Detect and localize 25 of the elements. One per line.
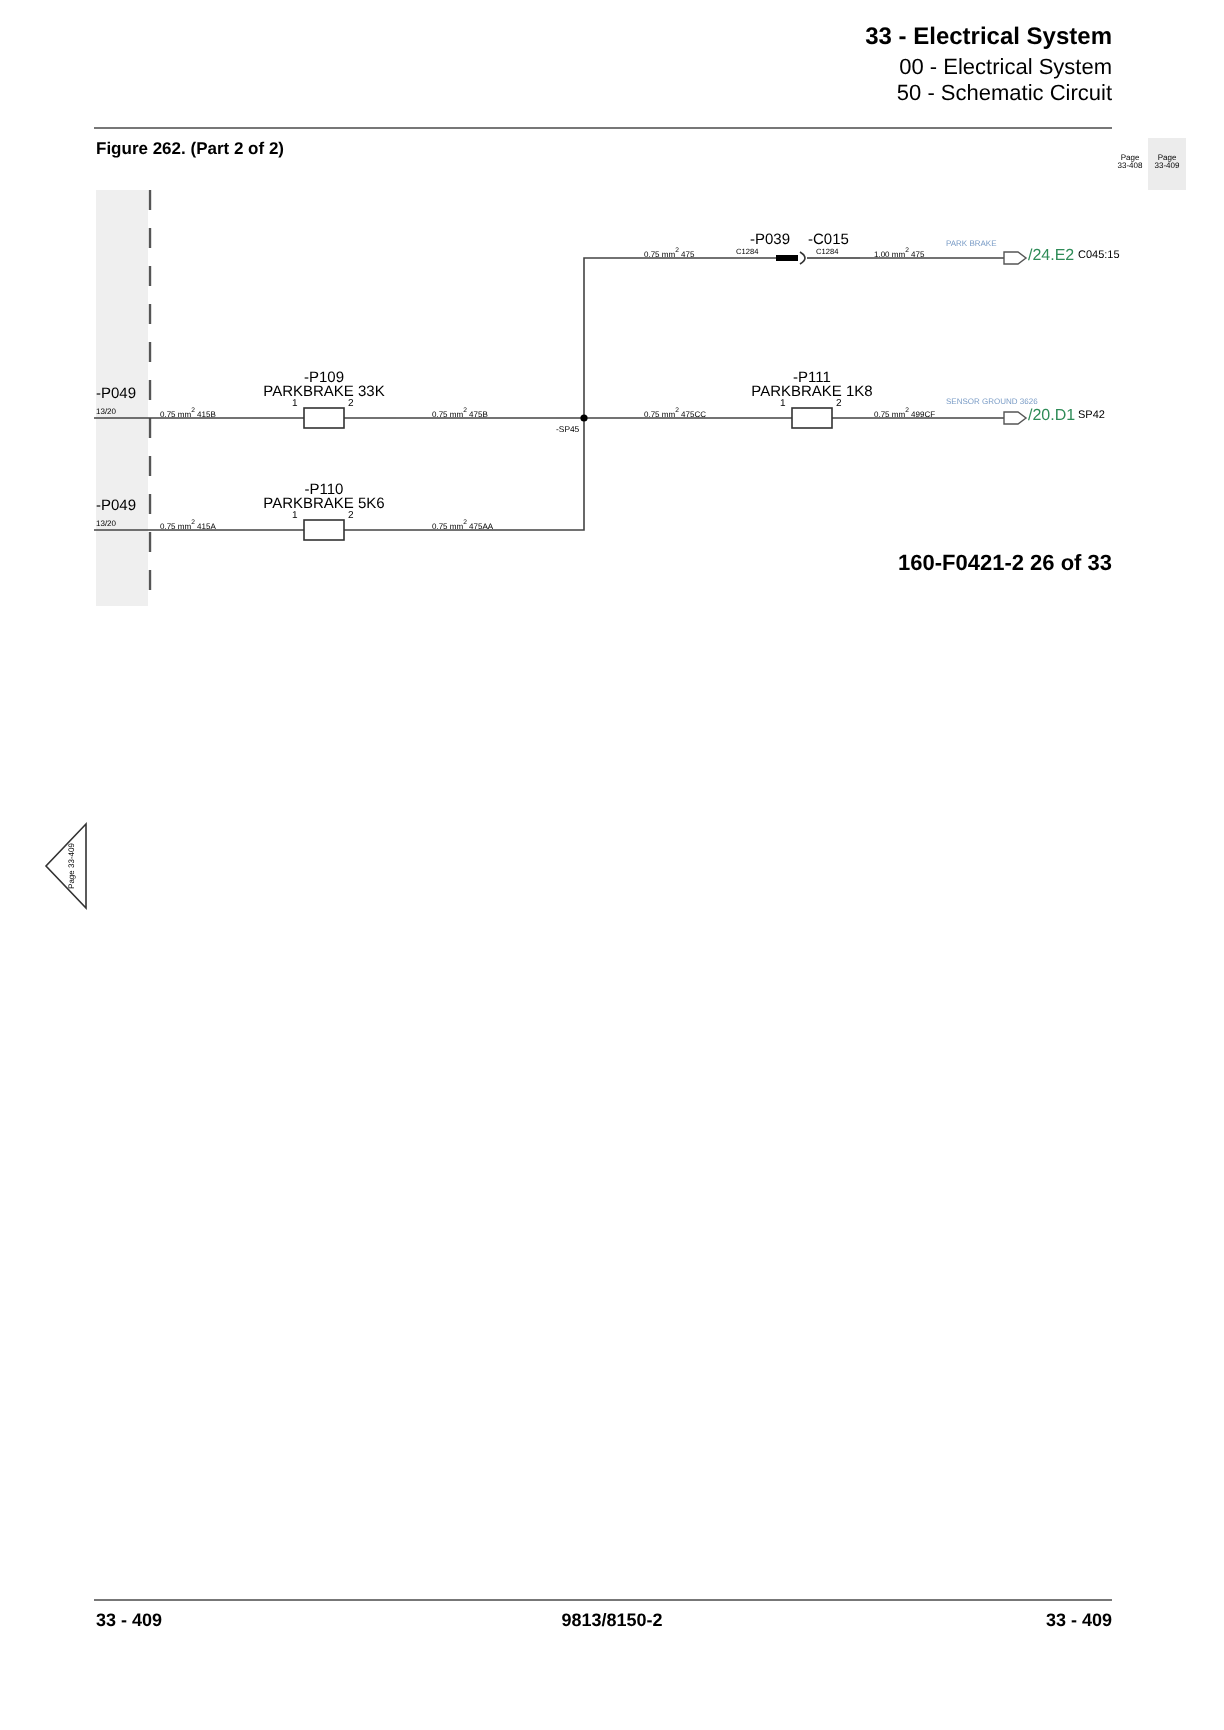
socket-symbol [800,232,860,268]
subsection-title: 50 - Schematic Circuit [896,84,1112,106]
subsection-title: 00 - Electrical System [899,58,1112,80]
wire [583,257,737,411]
page-number: 33 - 409 [1045,1612,1112,1630]
wire [587,417,741,419]
off-page-connector [1004,246,1120,270]
wire [883,417,1005,419]
wire [395,439,585,531]
wire [147,529,253,531]
page-number: 33 - 409 [96,1612,163,1630]
connector-symbol [94,498,148,534]
drawing-number: 160-F0421-2 26 of 33 [897,554,1112,576]
document-number: 9813/8150-2 [561,1612,663,1630]
resistor-symbol [252,482,396,544]
resistor-symbol [252,370,396,432]
wire [859,257,1005,259]
figure-title: Figure 262. (Part 2 of 2) [96,140,284,157]
sheet-reference: /20.D1 [1028,408,1076,424]
connector-symbol [94,386,148,422]
sheet-reference: /24.E2 [1028,248,1075,264]
splice-point [556,410,588,440]
section-title: 33 - Electrical System [865,24,1112,48]
wire [147,417,253,419]
wire [395,417,557,419]
